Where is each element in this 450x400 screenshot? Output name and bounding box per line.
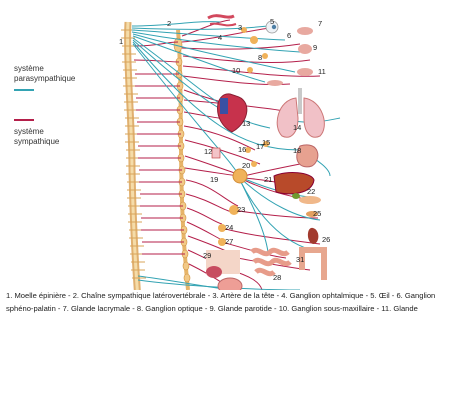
label-15: 15	[262, 138, 270, 147]
legend-sympathetic-line1: système	[14, 127, 44, 136]
submaxillary-gland	[297, 68, 313, 76]
label-22: 22	[307, 187, 315, 196]
organs	[206, 14, 327, 295]
kidney	[307, 227, 319, 244]
bladder	[217, 277, 243, 295]
label-6: 6	[287, 31, 291, 40]
legend-parasympathetic-label: système parasympathique	[14, 64, 75, 84]
solar-plexus	[232, 168, 248, 184]
label-28: 28	[273, 273, 281, 282]
figure-caption: 1. Moelle épinière - 2. Chaîne sympathiq…	[6, 291, 436, 313]
label-20: 20	[242, 161, 250, 170]
label-10: 10	[232, 66, 240, 75]
label-3: 3	[238, 23, 242, 32]
label-13: 13	[242, 119, 250, 128]
diagram-svg: 1 2 3 4 5 6 7 8 9 10 11 12 13 14 15 16 1…	[119, 14, 341, 302]
label-21: 21	[264, 175, 272, 184]
label-14: 14	[293, 123, 301, 132]
organ-marker	[211, 147, 221, 159]
label-7: 7	[318, 19, 322, 28]
stomach	[296, 144, 319, 168]
label-27: 27	[225, 237, 233, 246]
label-4: 4	[218, 33, 222, 42]
sympathetic-chain	[173, 29, 191, 291]
reproductive-organ	[206, 266, 222, 278]
label-19: 19	[210, 175, 218, 184]
ganglion	[247, 67, 253, 73]
head-artery	[207, 14, 235, 20]
label-5: 5	[270, 17, 274, 26]
intestine-small	[250, 247, 292, 277]
label-2: 2	[167, 19, 171, 28]
ganglion	[229, 205, 239, 215]
number-labels: 1 2 3 4 5 6 7 8 9 10 11 12 13 14 15 16 1…	[119, 17, 330, 302]
label-8: 8	[258, 53, 262, 62]
label-18: 18	[293, 146, 301, 155]
ganglion	[218, 224, 226, 232]
parotid-gland	[298, 44, 312, 54]
colon	[299, 247, 327, 280]
head-artery-branch	[209, 22, 237, 27]
pancreas	[299, 196, 321, 204]
label-16: 16	[238, 145, 246, 154]
label-24: 24	[225, 223, 233, 232]
spinal-nerves	[121, 29, 146, 279]
liver	[273, 172, 315, 195]
adrenal-gland	[306, 211, 318, 217]
lacrymal-gland	[297, 27, 313, 35]
legend-parasympathetic-line2: parasympathique	[14, 74, 76, 83]
ganglion	[241, 27, 247, 33]
legend-sympathetic-line	[14, 119, 34, 121]
eye-pupil	[271, 24, 277, 30]
label-9: 9	[313, 43, 317, 52]
label-23: 23	[237, 205, 245, 214]
heart-vessels	[220, 98, 228, 114]
ganglion	[262, 53, 268, 59]
lung-left	[276, 97, 299, 138]
label-26: 26	[322, 235, 330, 244]
ganglion	[250, 36, 258, 44]
label-25: 25	[313, 209, 321, 218]
label-1: 1	[119, 37, 123, 46]
spinal-cord	[124, 21, 142, 301]
label-12: 12	[204, 147, 212, 156]
sublingual-gland	[267, 80, 283, 86]
ganglion	[218, 238, 226, 246]
sympathetic-fibers	[133, 19, 321, 291]
label-11: 11	[318, 67, 326, 76]
lung-right	[303, 97, 325, 138]
label-17: 17	[256, 142, 264, 151]
legend-sympathetic-label: système sympathique	[14, 127, 59, 147]
ganglion	[251, 161, 257, 167]
ganglion	[263, 141, 269, 147]
legend-parasympathetic-line1: système	[14, 64, 44, 73]
label-29: 29	[203, 251, 211, 260]
autonomic-nervous-system-diagram: 1 2 3 4 5 6 7 8 9 10 11 12 13 14 15 16 1…	[14, 14, 341, 302]
legend-sympathetic-line2: sympathique	[14, 137, 60, 146]
ganglion	[245, 147, 251, 153]
gallbladder	[292, 193, 300, 199]
legend-parasympathetic-line	[14, 89, 34, 91]
label-31: 31	[296, 255, 304, 264]
